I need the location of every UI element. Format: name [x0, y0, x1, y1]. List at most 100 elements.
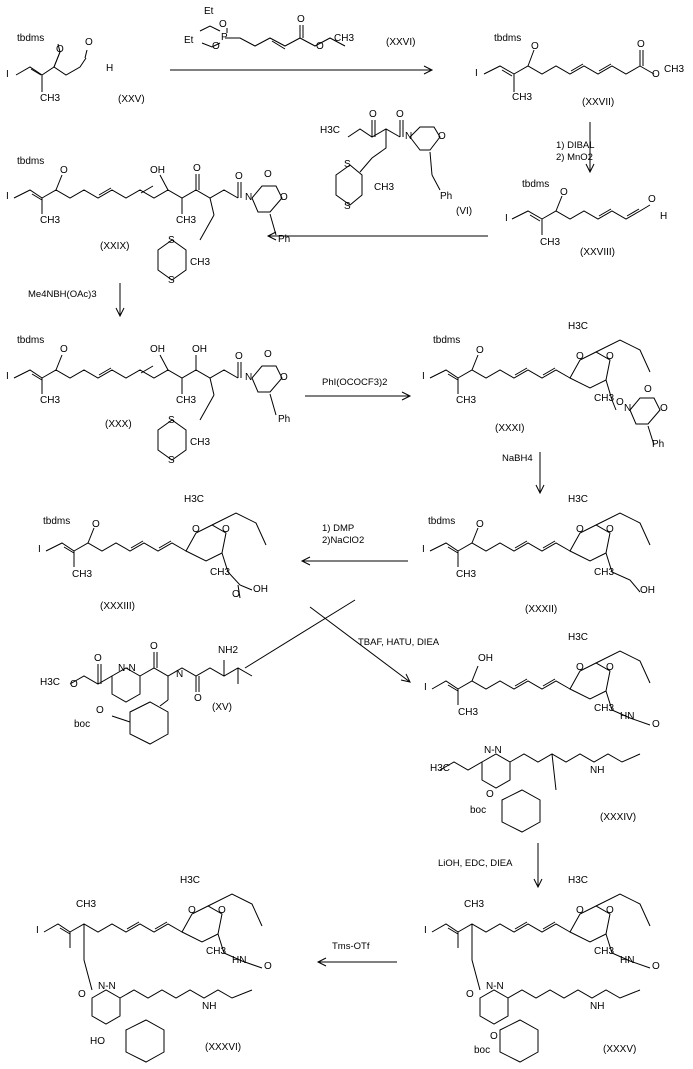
reagent-phi: PhI(OCOCF3)2 — [322, 377, 388, 388]
atom-o: O — [644, 384, 652, 395]
reagent-nabh4: NaBH4 — [502, 453, 533, 464]
structure-xxix — [13, 174, 283, 281]
structure-xxvi — [199, 25, 346, 50]
atom-n: N — [176, 669, 184, 680]
atom-o: O — [96, 705, 104, 716]
atom-o: O — [606, 905, 614, 916]
reaction-arrows — [115, 65, 595, 967]
atom-i: I — [38, 544, 41, 555]
atom-o: O — [652, 719, 660, 730]
atom-o: O — [606, 524, 614, 535]
atom-ch3: CH3 — [512, 92, 533, 103]
atom-tbdms: tbdms — [494, 33, 522, 44]
atom-o: O — [490, 1031, 498, 1042]
atom-ch3: CH3 — [456, 395, 477, 406]
reagent-tbaf: TBAF, HATU, DIEA — [358, 637, 440, 648]
atom-ch3: CH3 — [594, 703, 615, 714]
atom-ph: Ph — [652, 439, 665, 450]
atom-ch3: CH3 — [40, 93, 61, 104]
structure-xxxi — [429, 339, 661, 446]
atom-oh: OH — [150, 165, 165, 176]
reagent-me4nbh: Me4NBH(OAc)3 — [28, 289, 97, 300]
atom-h3c: H3C — [430, 763, 451, 774]
atom-s: S — [168, 275, 175, 286]
label-xxxv: (XXXV) — [603, 1044, 637, 1055]
atom-hn: HN — [620, 711, 635, 722]
atom-o: O — [60, 344, 68, 355]
atom-o: O — [576, 351, 584, 362]
atom-o: O — [606, 351, 614, 362]
atom-h3c: H3C — [184, 494, 205, 505]
atom-p: P — [221, 32, 228, 43]
atom-o: O — [264, 169, 272, 180]
atom-tbdms: tbdms — [17, 156, 45, 167]
structure-xxv — [15, 43, 88, 92]
label-xxxiii: (XXXIII) — [100, 601, 136, 612]
structure-xxxiv — [431, 650, 651, 833]
atom-n-n: N-N — [484, 745, 502, 756]
atom-n-n: N-N — [98, 981, 116, 992]
reagent-dmp: 1) DMP 2)NaClO2 — [322, 523, 365, 546]
atom-o: O — [476, 345, 484, 356]
arrow-coupling — [309, 606, 411, 683]
atom-i: I — [424, 925, 427, 936]
atom-hn: HN — [620, 955, 635, 966]
atom-ch3: CH3 — [206, 946, 227, 957]
atom-ch3: CH3 — [72, 569, 93, 580]
atom-o: O — [60, 165, 68, 176]
label-xxxiv: (XXXIV) — [600, 812, 637, 823]
atom-o: O — [78, 989, 86, 1000]
atom-o: O — [637, 39, 645, 50]
atom-h3c: H3C — [568, 321, 589, 332]
atom-ch3: CH3 — [594, 393, 615, 404]
atom-o: O — [560, 187, 568, 198]
label-xxv: (XXV) — [118, 94, 145, 105]
atom-o: O — [94, 653, 102, 664]
atom-n: N — [245, 192, 253, 203]
atom-ch3: CH3 — [664, 64, 685, 75]
atom-h: H — [106, 63, 114, 74]
atom-o: O — [150, 641, 158, 652]
atom-boc: boc — [470, 805, 487, 816]
atom-i: I — [6, 371, 9, 382]
atom-o: O — [466, 989, 474, 1000]
atom-o: O — [297, 14, 305, 25]
atom-ch3: CH3 — [594, 946, 615, 957]
atom-o: O — [218, 905, 226, 916]
atom-tbdms: tbdms — [433, 335, 461, 346]
atom-s: S — [168, 415, 175, 426]
structure-xxviii — [511, 195, 651, 235]
atom-boc: boc — [74, 719, 91, 730]
label-xxvii: (XXVII) — [582, 97, 615, 108]
atom-et: Et — [204, 6, 214, 17]
atom-oh: OH — [192, 344, 207, 355]
atom-ch3: CH3 — [40, 215, 61, 226]
atom-tbdms: tbdms — [43, 516, 71, 527]
atom-nh: NH — [590, 765, 605, 776]
atom-ch3: CH3 — [540, 237, 561, 248]
atom-ch3: CH3 — [374, 182, 395, 193]
atom-s: S — [168, 235, 175, 246]
atom-o: O — [280, 372, 288, 383]
label-xxvi: (XXVI) — [386, 37, 416, 48]
atom-i: I — [424, 682, 427, 693]
atom-o: O — [85, 37, 93, 48]
atom-o: O — [194, 693, 202, 704]
label-vi: (VI) — [456, 206, 473, 217]
atom-o: O — [192, 524, 200, 535]
label-xxxi: (XXXI) — [495, 423, 525, 434]
atom-h3c: H3C — [320, 125, 341, 136]
atom-n: N — [624, 403, 632, 414]
atom-boc: boc — [474, 1045, 491, 1056]
label-xxxii: (XXXII) — [525, 604, 558, 615]
atom-h3c: H3C — [568, 632, 589, 643]
structure-xv — [69, 652, 253, 745]
atom-tbdms: tbdms — [17, 335, 45, 346]
atom-n: N — [405, 131, 413, 142]
structure-xxxv — [431, 893, 651, 1063]
atom-ch3: CH3 — [76, 899, 97, 910]
atom-o: O — [652, 69, 660, 80]
arrow-coupling-cross — [244, 599, 356, 669]
atom-o: O — [531, 41, 539, 52]
